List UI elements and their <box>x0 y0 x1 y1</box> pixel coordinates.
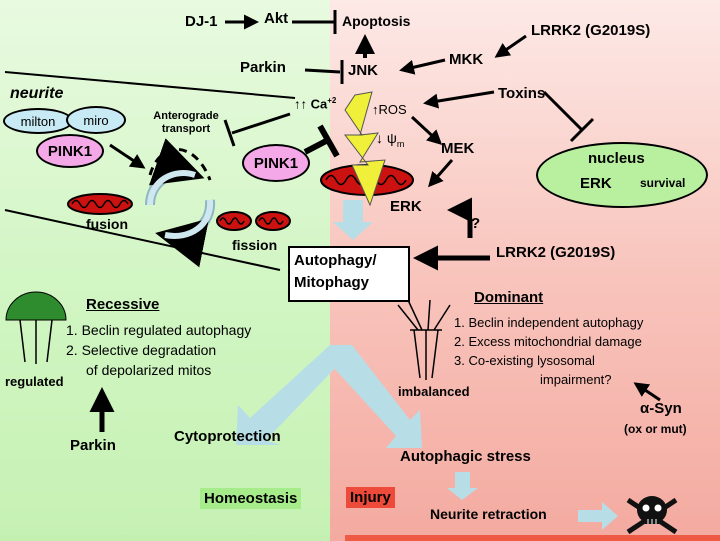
recessive-title: Recessive <box>86 296 160 313</box>
recessive-item-2: 2. Selective degradation <box>66 342 217 358</box>
arrow-mkk-jnk <box>399 58 446 75</box>
lrrk2-mid-label: LRRK2 (G2019S) <box>496 244 616 261</box>
dominant-item-3b: impairment? <box>540 372 612 387</box>
mitochondrion-icon <box>67 193 133 215</box>
asyn-label: α-Syn <box>640 400 682 417</box>
arrow-asyn-impairment <box>633 382 661 402</box>
ca-charge: +2 <box>327 96 337 105</box>
arrow-retraction-skull <box>578 502 618 530</box>
anterograde-dashed-arc <box>148 147 212 181</box>
dominant-item-1: 1. Beclin independent autophagy <box>454 315 644 330</box>
question-label: ? <box>471 215 481 232</box>
arrow-cytoprotection <box>236 345 343 445</box>
arrow-mito-autophagy <box>333 200 373 240</box>
arrow-lrrk2-erk <box>447 197 473 238</box>
imbalanced-label: imbalanced <box>398 384 470 399</box>
psi-subscript: m <box>396 138 405 149</box>
ca-text: Ca <box>310 96 328 112</box>
arrow-toxins-ros <box>423 90 495 109</box>
erk-label: ERK <box>390 198 422 215</box>
inhibit-toxins-nucleus <box>542 90 584 132</box>
milton-label: milton <box>20 113 56 129</box>
milton-node: milton <box>3 108 73 134</box>
arrow-autophagic-stress <box>330 345 422 448</box>
inhibit-ca-transport <box>231 112 291 135</box>
miro-label: miro <box>83 112 109 128</box>
mek-label: MEK <box>441 140 475 157</box>
dominant-title: Dominant <box>474 289 544 306</box>
ca-label: ↑↑ Ca+2 <box>294 96 337 112</box>
parkin-top-label: Parkin <box>240 59 286 76</box>
pink1-left-node: PINK1 <box>36 134 104 168</box>
inhibit-pink1-mito <box>303 137 330 155</box>
nucleus-erk-label: ERK <box>580 175 612 192</box>
ros-text: ROS <box>378 102 407 117</box>
autophagic-stress-label: Autophagic stress <box>400 448 531 465</box>
parkin-bottom-label: Parkin <box>70 437 116 454</box>
cycle-arrow-bottom <box>155 199 216 268</box>
fusion-label: fusion <box>86 216 128 232</box>
asyn-sub-label: (ox or mut) <box>624 422 687 436</box>
lightning-icon <box>343 91 386 207</box>
dj1-label: DJ-1 <box>185 13 218 30</box>
dominant-item-2: 2. Excess mitochondrial damage <box>454 334 642 349</box>
nucleus-node <box>536 142 708 208</box>
regulated-label: regulated <box>5 374 64 389</box>
nucleus-label: nucleus <box>588 150 645 167</box>
autophagy-label-2: Mitophagy <box>294 274 369 291</box>
arrow-mek-erk <box>428 159 454 188</box>
autophagy-label-1: Autophagy/ <box>294 252 377 269</box>
neurite-retraction-label: Neurite retraction <box>430 506 547 522</box>
neurite-upper-edge <box>4 71 296 99</box>
cytoprotection-label: Cytoprotection <box>174 428 281 445</box>
recessive-item-2b: of depolarized mitos <box>86 362 212 378</box>
anterograde-label: Anterograde transport <box>153 110 219 135</box>
lrrk2-top-label: LRRK2 (G2019S) <box>531 22 651 39</box>
umbrella-icon <box>397 299 451 380</box>
survival-label: survival <box>640 176 686 190</box>
jnk-label: JNK <box>348 62 379 79</box>
bottom-red-bar <box>345 535 720 541</box>
fission-label: fission <box>232 237 278 253</box>
background-protective-region <box>0 0 330 541</box>
mkk-label: MKK <box>449 51 484 68</box>
arrow-stress-retraction <box>447 472 478 500</box>
pink1-center-label: PINK1 <box>253 154 299 172</box>
ros-label: ↑ROS <box>372 102 407 117</box>
neurite-lower-edge <box>4 209 281 271</box>
pink1-left-label: PINK1 <box>47 142 93 160</box>
skull-crossbones-icon <box>626 496 678 535</box>
akt-label: Akt <box>264 10 289 27</box>
psi-text: ψ <box>386 130 397 146</box>
arrow-pink1-cycle <box>109 143 146 169</box>
psi-label: ↓ ψm <box>376 130 405 149</box>
autophagy-box <box>288 246 410 302</box>
mitochondrion-icon <box>216 211 291 231</box>
injury-badge: Injury <box>346 487 395 508</box>
neurite-label: neurite <box>10 85 64 102</box>
apoptosis-label: Apoptosis <box>342 13 411 29</box>
bottom-green-bar <box>0 535 330 541</box>
pink1-center-node: PINK1 <box>242 144 310 182</box>
miro-node: miro <box>66 106 126 134</box>
dominant-item-3: 3. Co-existing lysosomal <box>454 353 595 368</box>
umbrella-icon <box>5 291 67 364</box>
toxins-label: Toxins <box>498 85 546 102</box>
homeostasis-badge: Homeostasis <box>200 488 302 509</box>
arrow-ros-mek <box>410 115 443 146</box>
inhibit-parkin-jnk <box>304 68 341 74</box>
arrow-lrrk2-mkk <box>494 34 527 58</box>
recessive-item-1: 1. Beclin regulated autophagy <box>66 322 252 338</box>
